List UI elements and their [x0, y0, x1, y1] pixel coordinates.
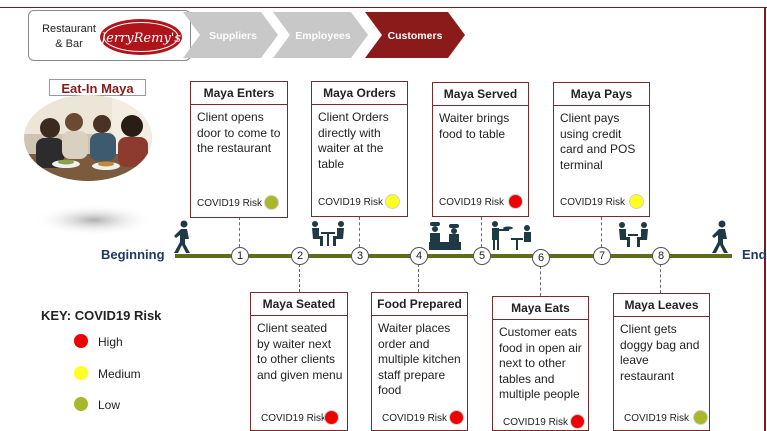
risk-medium-dot	[385, 194, 400, 209]
stage-customers-chevron[interactable]: Customers	[365, 12, 465, 58]
step-risk-label: COVID19 Risk	[439, 197, 505, 208]
step-description: Client gets doggy bag and leave restaura…	[620, 322, 700, 383]
connector-7	[601, 217, 602, 247]
step-risk-label: COVID19 Risk	[560, 197, 626, 208]
step-description: Client Orders directly with waiter at th…	[318, 110, 389, 171]
connector-1	[239, 217, 240, 247]
step-description: Client pays using credit card and POS te…	[560, 111, 636, 172]
frame-right-border	[764, 7, 766, 431]
key-title: KEY: COVID19 Risk	[41, 308, 162, 323]
frame-top-border	[0, 7, 767, 8]
timeline-marker-6: 6	[532, 249, 550, 267]
step-maya-served: Maya Served Waiter brings food to table …	[432, 82, 529, 217]
hero-photo	[24, 95, 154, 236]
step-title: Maya Pays	[554, 83, 649, 106]
step-description: Waiter places order and multiple kitchen…	[378, 321, 461, 397]
timeline-end-label: End	[742, 247, 767, 262]
step-risk-label: COVID19 Risk	[382, 413, 448, 424]
step-risk-label: COVID19 Risk	[197, 198, 263, 209]
risk-low-dot	[693, 410, 708, 425]
hero-title: Eat-In Maya	[49, 79, 146, 96]
brand-logo-text: JerryRemy's	[98, 31, 181, 46]
risk-low-dot	[264, 195, 279, 210]
walking-person-icon	[174, 220, 190, 253]
timeline-marker-3: 3	[351, 247, 369, 265]
brand-text: Restaurant & Bar	[42, 23, 96, 50]
connector-2	[299, 264, 300, 292]
connector-8	[660, 264, 661, 293]
connector-3	[359, 217, 360, 247]
key-low-dot	[74, 397, 88, 411]
step-description: Client seated by waiter next to other cl…	[257, 321, 343, 382]
walking-person-end-icon	[712, 220, 728, 253]
step-food-prepared: Food Prepared Waiter places order and mu…	[371, 292, 468, 431]
key-medium-label: Medium	[98, 367, 141, 381]
step-title: Food Prepared	[372, 293, 467, 316]
step-title: Maya Eats	[493, 297, 588, 320]
step-maya-eats: Maya Eats Customer eats food in open air…	[492, 296, 589, 431]
timeline-marker-1: 1	[231, 247, 249, 265]
key-low-label: Low	[98, 398, 121, 412]
timeline-marker-2: 2	[291, 247, 309, 265]
key-high-dot	[74, 334, 88, 348]
risk-high-dot	[508, 194, 523, 209]
step-risk-label: COVID19 Risk	[318, 197, 384, 208]
stage-employees-chevron[interactable]: Employees	[273, 12, 368, 58]
timeline-marker-7: 7	[593, 247, 611, 265]
dining-table-icon	[619, 222, 648, 247]
stage-suppliers-chevron[interactable]: Suppliers	[183, 12, 278, 58]
risk-high-dot	[449, 410, 464, 425]
timeline-beginning-label: Beginning	[101, 247, 165, 262]
timeline-marker-8: 8	[652, 247, 670, 265]
timeline-marker-5: 5	[473, 247, 491, 265]
step-description: Client opens door to come to the restaur…	[197, 110, 281, 155]
step-description: Customer eats food in open air next to o…	[499, 325, 582, 401]
step-maya-leaves: Maya Leaves Client gets doggy bag and le…	[613, 293, 710, 431]
step-title: Maya Orders	[312, 82, 407, 105]
key-high-label: High	[98, 335, 123, 349]
step-maya-enters: Maya Enters Client opens door to come to…	[190, 81, 288, 218]
timeline-line	[175, 254, 732, 258]
step-risk-label: COVID19 Risk	[503, 417, 569, 428]
step-title: Maya Seated	[251, 293, 347, 316]
connector-5	[481, 217, 482, 247]
step-maya-pays: Maya Pays Client pays using credit card …	[553, 82, 650, 217]
connector-6	[540, 266, 541, 296]
brand-logo: JerryRemy's	[98, 19, 182, 55]
step-description: Waiter brings food to table	[439, 111, 510, 141]
stage-suppliers-label: Suppliers	[209, 30, 257, 42]
seated-diners-icon	[312, 221, 344, 246]
risk-high-dot	[324, 410, 339, 425]
risk-medium-dot	[629, 194, 644, 209]
kitchen-staff-icon	[429, 222, 461, 250]
step-risk-label: COVID19 Risk	[261, 413, 327, 424]
brand-box: Restaurant & Bar JerryRemy's	[28, 10, 191, 61]
step-risk-label: COVID19 Risk	[624, 413, 690, 424]
step-maya-orders: Maya Orders Client Orders directly with …	[311, 81, 408, 217]
step-title: Maya Leaves	[614, 294, 709, 317]
key-medium-dot	[74, 366, 88, 380]
connector-4	[418, 264, 419, 292]
step-title: Maya Served	[433, 83, 528, 106]
step-title: Maya Enters	[191, 82, 287, 105]
stage-employees-label: Employees	[295, 30, 351, 42]
timeline-marker-4: 4	[410, 247, 428, 265]
step-maya-seated: Maya Seated Client seated by waiter next…	[250, 292, 348, 431]
risk-high-dot	[570, 414, 585, 429]
stage-customers-label: Customers	[388, 30, 443, 42]
waiter-serving-icon	[492, 221, 531, 250]
